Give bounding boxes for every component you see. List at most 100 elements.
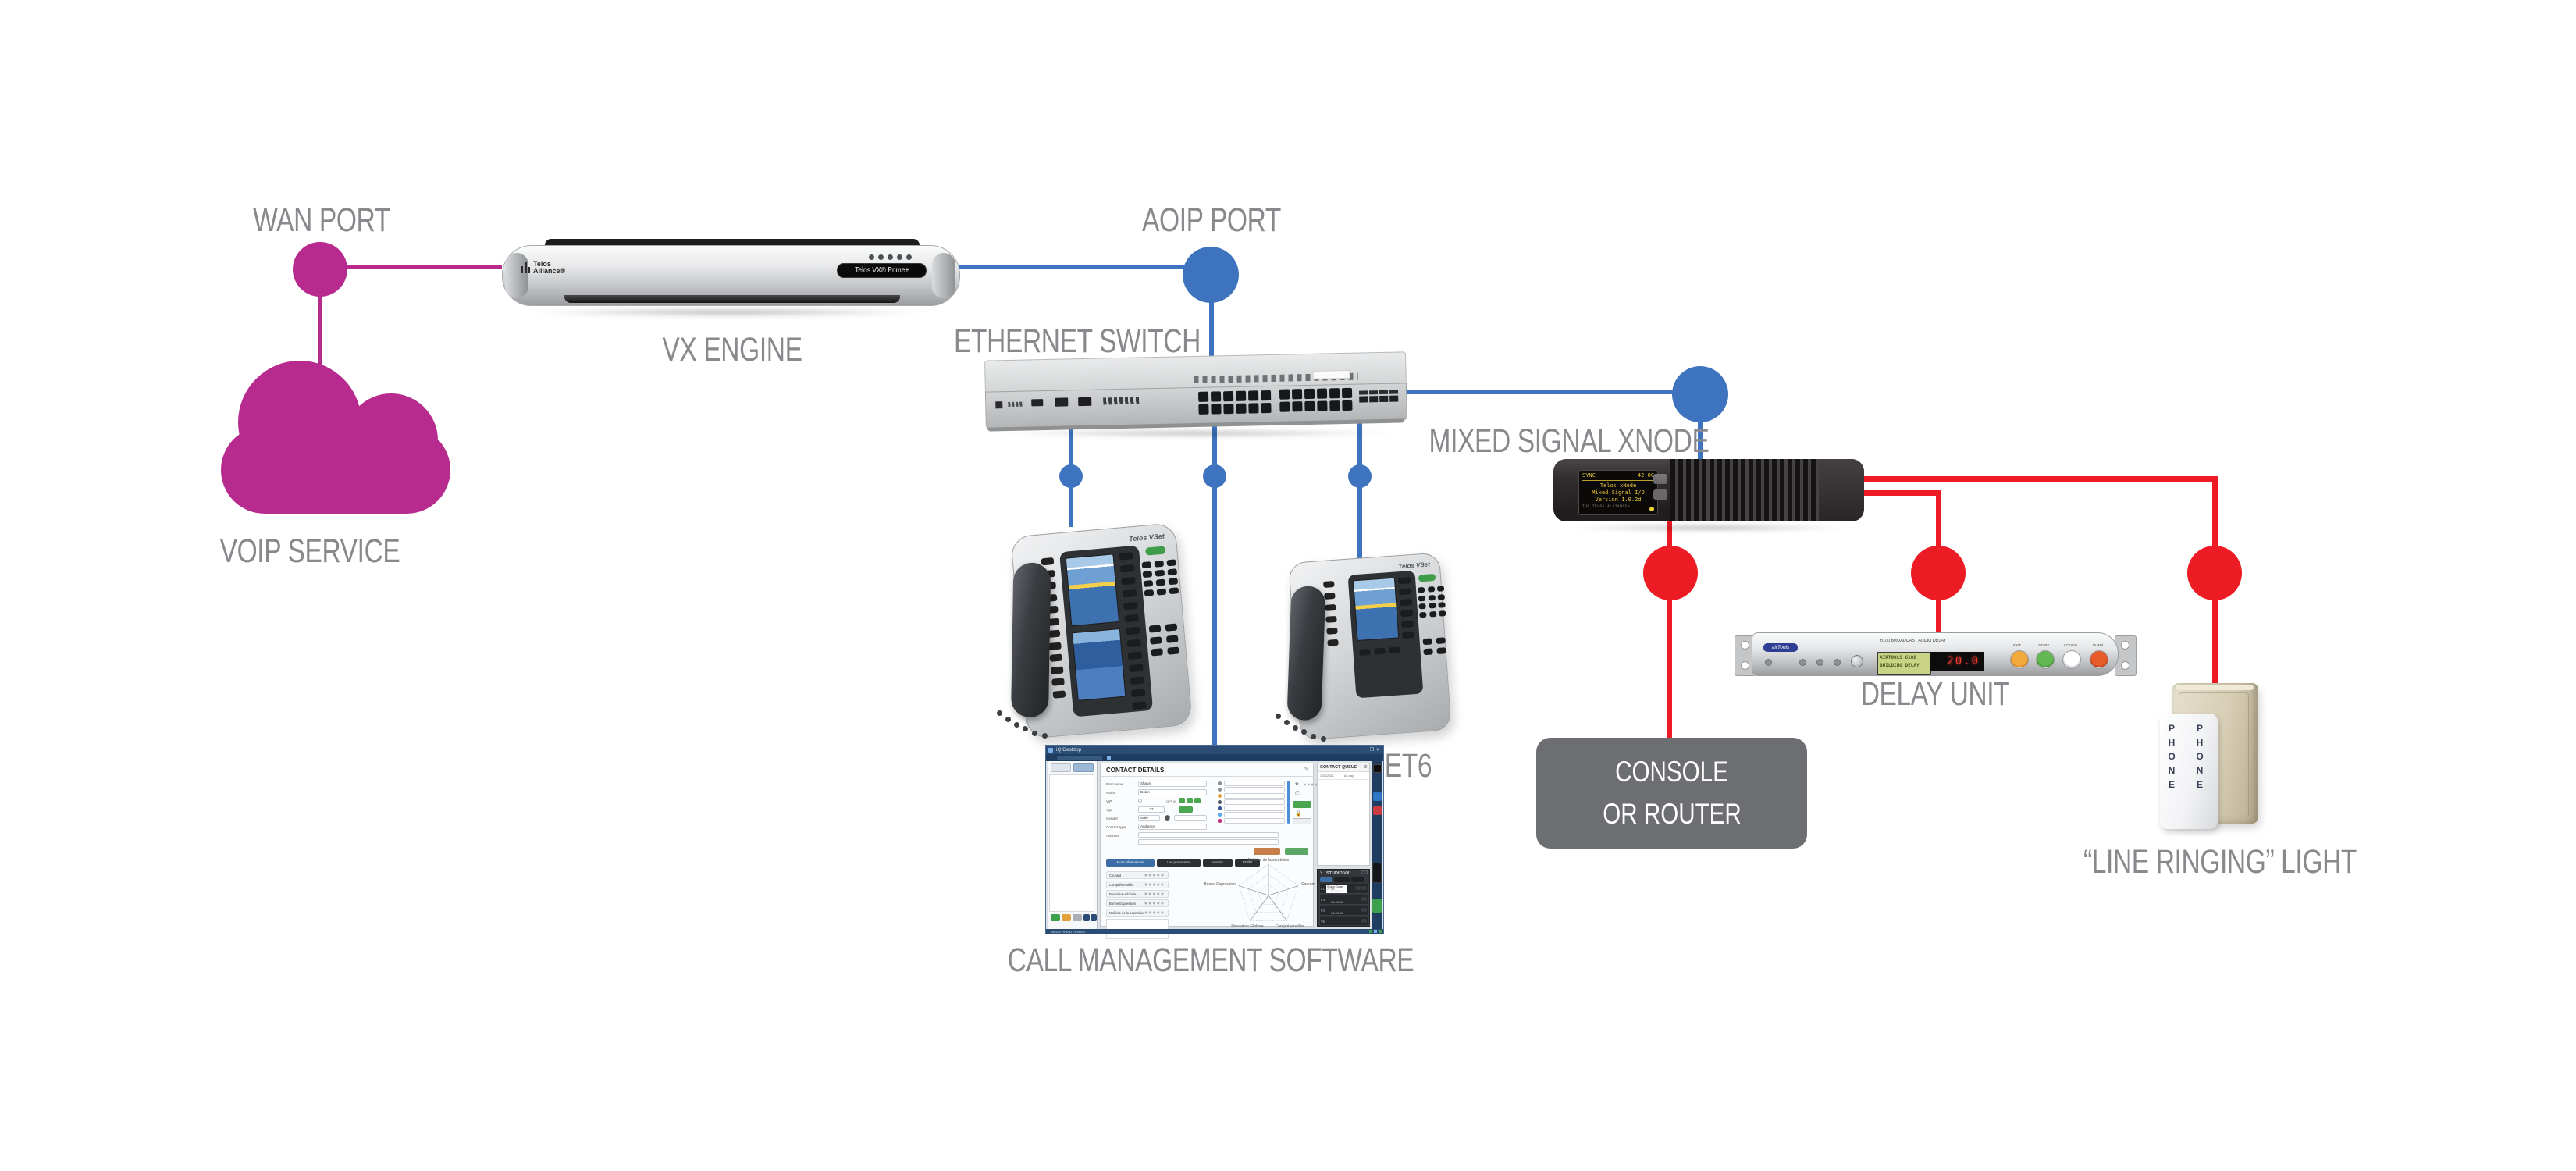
contact-method-input[interactable] xyxy=(1224,806,1285,811)
instagram-icon xyxy=(1218,819,1222,823)
address-input-2[interactable] xyxy=(1138,839,1279,845)
tab-live-preparation[interactable]: Live preparation xyxy=(1157,859,1201,867)
tab-more-informations[interactable]: More informations xyxy=(1106,859,1155,867)
call-management-window: iQ Desktop — ❐ ✕ CONTACT DETAILS ✎ Fi xyxy=(1045,745,1384,939)
switch-sfp-bank xyxy=(1359,390,1399,403)
vset12-handset xyxy=(1010,562,1051,718)
line-row[interactable]: #1 Shaun Dolan 27 yrs 00:00:00 xyxy=(1319,884,1369,894)
studio-tab-active[interactable] xyxy=(1320,877,1332,882)
save-button[interactable] xyxy=(1285,848,1308,855)
protected-button[interactable] xyxy=(1293,818,1311,824)
gender-extra-input[interactable] xyxy=(1174,815,1207,821)
quick-button-call[interactable] xyxy=(1051,914,1060,921)
vx-badge-plate: Telos VX® Prime+ xyxy=(837,263,927,278)
radar-axis-label: Courant xyxy=(1301,882,1315,887)
gender-select[interactable]: Male xyxy=(1138,815,1160,821)
authorize-button[interactable] xyxy=(1293,801,1311,808)
line-row[interactable]: #4 00:00:00 xyxy=(1319,906,1369,916)
contact-type-select[interactable]: Audience xyxy=(1138,824,1207,830)
light-lens: PHONE PHONE xyxy=(2160,714,2218,829)
xnode-screen: SYNC 42.0C Telos xNode Mixed Signal I/O … xyxy=(1578,470,1658,515)
quick-button-hold[interactable] xyxy=(1062,914,1071,921)
caller-age: 27 yrs xyxy=(1327,888,1335,892)
vx-brand-line1: Telos xyxy=(533,260,551,268)
field-input[interactable]: Shaun xyxy=(1138,781,1207,787)
menubar-icon[interactable] xyxy=(1107,756,1111,760)
contact-method-input[interactable] xyxy=(1224,812,1285,817)
console-or-router-box: CONSOLE OR ROUTER xyxy=(1536,738,1807,849)
quick-button-b[interactable] xyxy=(1091,914,1097,921)
panel-icons[interactable]: ❐❐ xyxy=(1361,870,1368,874)
toolbar-info-box xyxy=(1372,863,1382,883)
toolbar-thumbnail-button[interactable] xyxy=(1372,764,1382,773)
studio-tab-3[interactable] xyxy=(1351,877,1364,882)
close-button[interactable]: ✕ xyxy=(1375,747,1380,753)
quick-button-mute[interactable] xyxy=(1073,914,1082,921)
optin-btn-3[interactable] xyxy=(1194,798,1201,803)
light-line-dot xyxy=(2187,546,2242,600)
minimize-button[interactable]: — xyxy=(1363,746,1368,752)
line-row[interactable]: #3 00:00:00 xyxy=(1319,895,1369,905)
contact-method-input[interactable] xyxy=(1224,787,1285,792)
maximize-button[interactable]: ❐ xyxy=(1369,747,1374,753)
vx-right-cap xyxy=(932,253,955,298)
vset12-screen-bottom xyxy=(1072,628,1126,701)
age-input[interactable]: 27 xyxy=(1138,806,1165,813)
vset6-screen xyxy=(1353,577,1400,642)
vip-checkbox[interactable] xyxy=(1138,799,1142,803)
line-timer: 00:00:00 xyxy=(1331,899,1343,904)
age-ok-button[interactable] xyxy=(1179,806,1193,813)
optin-label: OPT IN xyxy=(1166,799,1177,803)
vx-engine-label: VX ENGINE xyxy=(662,331,802,368)
xnode-port-dot xyxy=(1672,366,1728,422)
field-label: Age xyxy=(1106,808,1113,812)
start-button-label: START xyxy=(2038,643,2050,647)
vset6-line-dot xyxy=(1348,464,1372,488)
radar-axis-label: Compréhensible xyxy=(1276,924,1304,929)
gear-icon[interactable]: ⚙ xyxy=(1363,765,1368,770)
tab-rgpd[interactable]: RGPD xyxy=(1235,859,1260,867)
tab-history[interactable]: History xyxy=(1203,859,1233,867)
edit-icon[interactable]: ✎ xyxy=(1304,767,1308,772)
xnode-status-led xyxy=(1649,507,1654,511)
contact-method-input[interactable] xyxy=(1224,799,1285,805)
caller-card[interactable]: Shaun Dolan 27 yrs xyxy=(1326,885,1347,893)
right-toolbar xyxy=(1372,761,1382,929)
address-input-1[interactable] xyxy=(1138,832,1279,838)
scrollbar[interactable] xyxy=(1287,781,1290,824)
voip-service-label: VOIP SERVICE xyxy=(219,532,400,570)
chevron-down-icon[interactable]: ˅ xyxy=(1320,870,1322,875)
optin-btn-1[interactable] xyxy=(1179,798,1185,803)
left-tab-contacts[interactable] xyxy=(1073,763,1094,772)
line-icon-a[interactable] xyxy=(1355,885,1361,890)
mixed-signal-xnode-label: MIXED SIGNAL XNODE xyxy=(1429,422,1710,460)
quick-button-a[interactable] xyxy=(1083,914,1090,921)
contact-method-input[interactable] xyxy=(1224,793,1285,799)
contact-method-input[interactable] xyxy=(1224,818,1285,824)
line-icon-a[interactable] xyxy=(1361,896,1367,901)
queue-date[interactable]: 1/28/2021 xyxy=(1320,774,1334,778)
studio-tab-2[interactable] xyxy=(1334,877,1350,882)
panel-button-small xyxy=(1834,659,1841,666)
field-label: Contact type xyxy=(1106,825,1126,829)
line-row[interactable]: #5 xyxy=(1319,917,1369,926)
toolbar-red-button[interactable] xyxy=(1372,806,1382,815)
line-icon-a[interactable] xyxy=(1361,907,1367,912)
optin-btn-2[interactable] xyxy=(1187,798,1193,803)
vset6-console-inset xyxy=(1347,570,1424,699)
ethernet-switch-label: ETHERNET SWITCH xyxy=(954,322,1201,360)
vset6-nav-keys xyxy=(1422,637,1446,656)
line-timer: 00:00:00 xyxy=(1331,910,1343,915)
contact-method-input[interactable] xyxy=(1224,781,1285,786)
line-icon-a[interactable] xyxy=(1361,918,1367,923)
line-ringing-light-label: “LINE RINGING” LIGHT xyxy=(2083,843,2357,881)
field-input[interactable]: Dolan xyxy=(1138,789,1207,795)
menubar-tab[interactable] xyxy=(1057,755,1102,760)
console-line1: CONSOLE xyxy=(1615,756,1728,788)
cancel-button[interactable] xyxy=(1254,848,1280,855)
line-icon-b[interactable] xyxy=(1361,885,1367,890)
toolbar-blue-button[interactable] xyxy=(1372,792,1382,801)
toolbar-green-button[interactable] xyxy=(1372,899,1382,913)
left-tab-search[interactable] xyxy=(1051,763,1071,772)
queue-filter[interactable]: All day xyxy=(1344,774,1354,778)
